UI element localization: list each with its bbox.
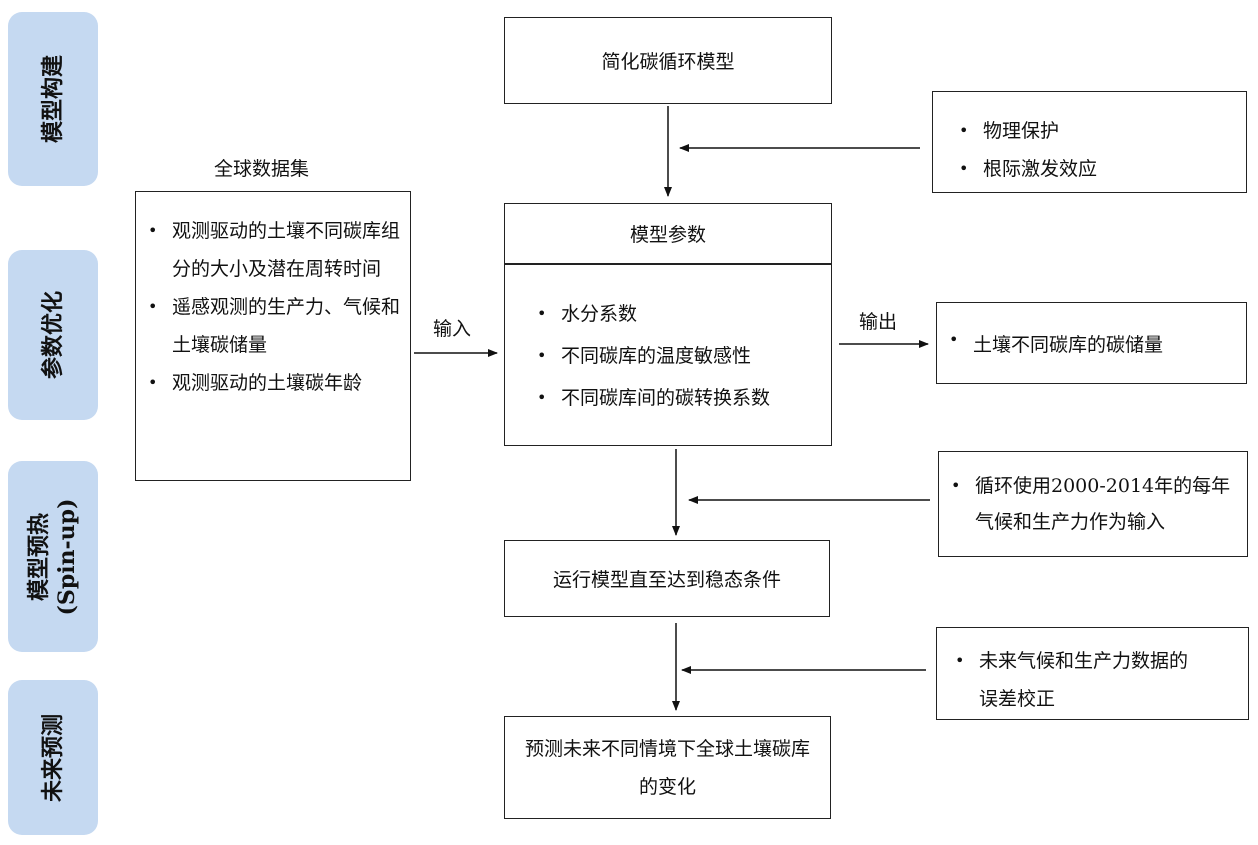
- output-label: 输出: [859, 311, 898, 333]
- param-item-3: 不同碳库间的碳转换系数: [525, 377, 823, 419]
- param-item-1: 水分系数: [525, 293, 823, 335]
- global-dataset-title: 全球数据集: [214, 158, 310, 180]
- output-item-1: 土壤不同碳库的碳储量: [937, 330, 1163, 357]
- constraint-item-1: 物理保护: [947, 112, 1236, 150]
- model-params-box: 模型参数 水分系数 不同碳库的温度敏感性 不同碳库间的碳转换系数: [504, 203, 832, 446]
- stage-spinup: 模型预热(Spin-up): [8, 461, 98, 652]
- spinup-input-item-1: 循环使用2000-2014年的每年气候和生产力作为输入: [939, 468, 1241, 540]
- prediction-label: 预测未来不同情境下全球土壤碳库的变化: [525, 737, 811, 798]
- dataset-item-3: 观测驱动的土壤碳年龄: [136, 364, 402, 402]
- bias-correction-item-1: 未来气候和生产力数据的误差校正: [943, 642, 1204, 718]
- stage-param-opt: 参数优化: [8, 250, 98, 420]
- param-item-2: 不同碳库的温度敏感性: [525, 335, 823, 377]
- spinup-input-box: 循环使用2000-2014年的每年气候和生产力作为输入: [938, 451, 1248, 557]
- input-label: 输入: [433, 318, 472, 340]
- prediction-box: 预测未来不同情境下全球土壤碳库的变化: [504, 716, 831, 819]
- dataset-item-2: 遥感观测的生产力、气候和土壤碳储量: [136, 288, 402, 364]
- model-params-title: 模型参数: [505, 204, 831, 265]
- dataset-item-1: 观测驱动的土壤不同碳库组分的大小及潜在周转时间: [136, 212, 402, 288]
- global-dataset-box: 观测驱动的土壤不同碳库组分的大小及潜在周转时间 遥感观测的生产力、气候和土壤碳储…: [135, 191, 411, 481]
- constraint-item-2: 根际激发效应: [947, 150, 1236, 188]
- output-box: 土壤不同碳库的碳储量: [936, 302, 1247, 384]
- simple-carbon-model-label: 简化碳循环模型: [601, 51, 735, 73]
- bias-correction-box: 未来气候和生产力数据的误差校正: [936, 627, 1249, 720]
- stage-prediction: 未来预测: [8, 680, 98, 835]
- simple-carbon-model-box: 简化碳循环模型: [504, 17, 832, 104]
- run-model-label: 运行模型直至达到稳态条件: [552, 569, 781, 591]
- stage-model-build: 模型构建: [8, 12, 98, 186]
- run-model-box: 运行模型直至达到稳态条件: [504, 540, 830, 617]
- constraints-box: 物理保护 根际激发效应: [932, 91, 1247, 193]
